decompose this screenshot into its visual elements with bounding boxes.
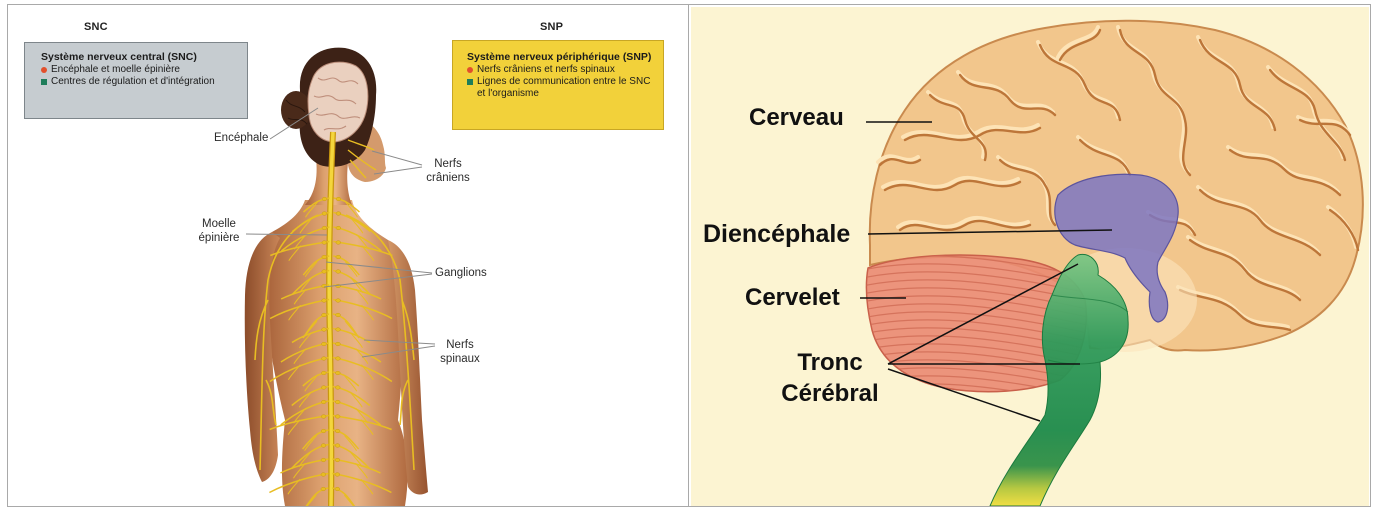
ganglion <box>321 429 326 433</box>
label-encephale: Encéphale <box>214 131 268 145</box>
snp-box-item: Lignes de communication entre le SNC et … <box>467 76 655 100</box>
brain-illustration-lateral <box>691 7 1369 506</box>
ganglion <box>322 313 327 317</box>
ganglion <box>321 400 326 404</box>
ganglion <box>322 197 327 201</box>
label-nerfs-spinaux: Nerfs spinaux <box>436 338 484 366</box>
ganglion <box>336 212 341 216</box>
snp-box-title: Système nerveux périphérique (SNP) <box>467 51 655 63</box>
ganglion <box>321 415 326 419</box>
ganglion <box>321 386 326 390</box>
snc-box-item-text: Centres de régulation et d'intégration <box>51 76 215 88</box>
ganglion <box>336 313 341 317</box>
ganglion <box>335 473 340 477</box>
ganglion <box>322 342 327 346</box>
ganglion <box>322 212 327 216</box>
snc-info-box: Système nerveux central (SNC) Encéphale … <box>24 42 248 119</box>
snp-box-item-text: Nerfs crâniens et nerfs spinaux <box>477 64 615 76</box>
label-cervelet: Cervelet <box>745 284 840 312</box>
ganglion <box>322 255 327 259</box>
ganglion <box>336 342 341 346</box>
ganglion <box>335 444 340 448</box>
ganglion <box>335 415 340 419</box>
label-ganglions: Ganglions <box>435 266 487 280</box>
ganglion <box>322 270 327 274</box>
label-moelle-epiniere: Moelle épinière <box>193 217 245 245</box>
label-nerfs-craniens: Nerfs crâniens <box>421 157 475 185</box>
ganglion <box>321 357 326 361</box>
ganglion <box>321 487 326 491</box>
ganglion <box>322 226 327 230</box>
snc-box-title: Système nerveux central (SNC) <box>41 51 239 63</box>
snp-box-item: Nerfs crâniens et nerfs spinaux <box>467 64 655 76</box>
ganglion <box>321 371 326 375</box>
ganglion <box>321 444 326 448</box>
ganglion <box>336 328 341 332</box>
snp-header: SNP <box>540 21 563 33</box>
ganglion <box>335 458 340 462</box>
ganglion <box>321 473 326 477</box>
green-square-icon <box>41 79 47 85</box>
snc-box-item: Encéphale et moelle épinière <box>41 64 239 76</box>
red-dot-icon <box>467 67 473 73</box>
ganglion <box>336 241 341 245</box>
ganglion <box>335 400 340 404</box>
ganglion <box>336 255 341 259</box>
ganglion <box>322 241 327 245</box>
ganglion <box>336 270 341 274</box>
ganglion <box>336 226 341 230</box>
ganglion <box>335 429 340 433</box>
red-dot-icon <box>41 67 47 73</box>
ganglion <box>336 197 341 201</box>
label-diencephale: Diencéphale <box>703 220 850 248</box>
ganglion <box>335 357 340 361</box>
green-square-icon <box>467 79 473 85</box>
snc-box-item-text: Encéphale et moelle épinière <box>51 64 180 76</box>
label-tronc-cerebral: Tronc Cérébral <box>768 347 892 409</box>
ganglion <box>335 386 340 390</box>
ganglion <box>321 458 326 462</box>
snp-info-box: Système nerveux périphérique (SNP) Nerfs… <box>452 40 664 130</box>
snc-box-item: Centres de régulation et d'intégration <box>41 76 239 88</box>
snp-box-item-text: Lignes de communication entre le SNC et … <box>477 76 655 100</box>
ganglion <box>322 299 327 303</box>
ganglion <box>335 371 340 375</box>
label-cerveau: Cerveau <box>749 104 844 132</box>
panel-divider <box>688 4 689 507</box>
ganglion <box>335 487 340 491</box>
ganglion <box>322 328 327 332</box>
ganglion <box>336 299 341 303</box>
snc-header: SNC <box>84 21 108 33</box>
